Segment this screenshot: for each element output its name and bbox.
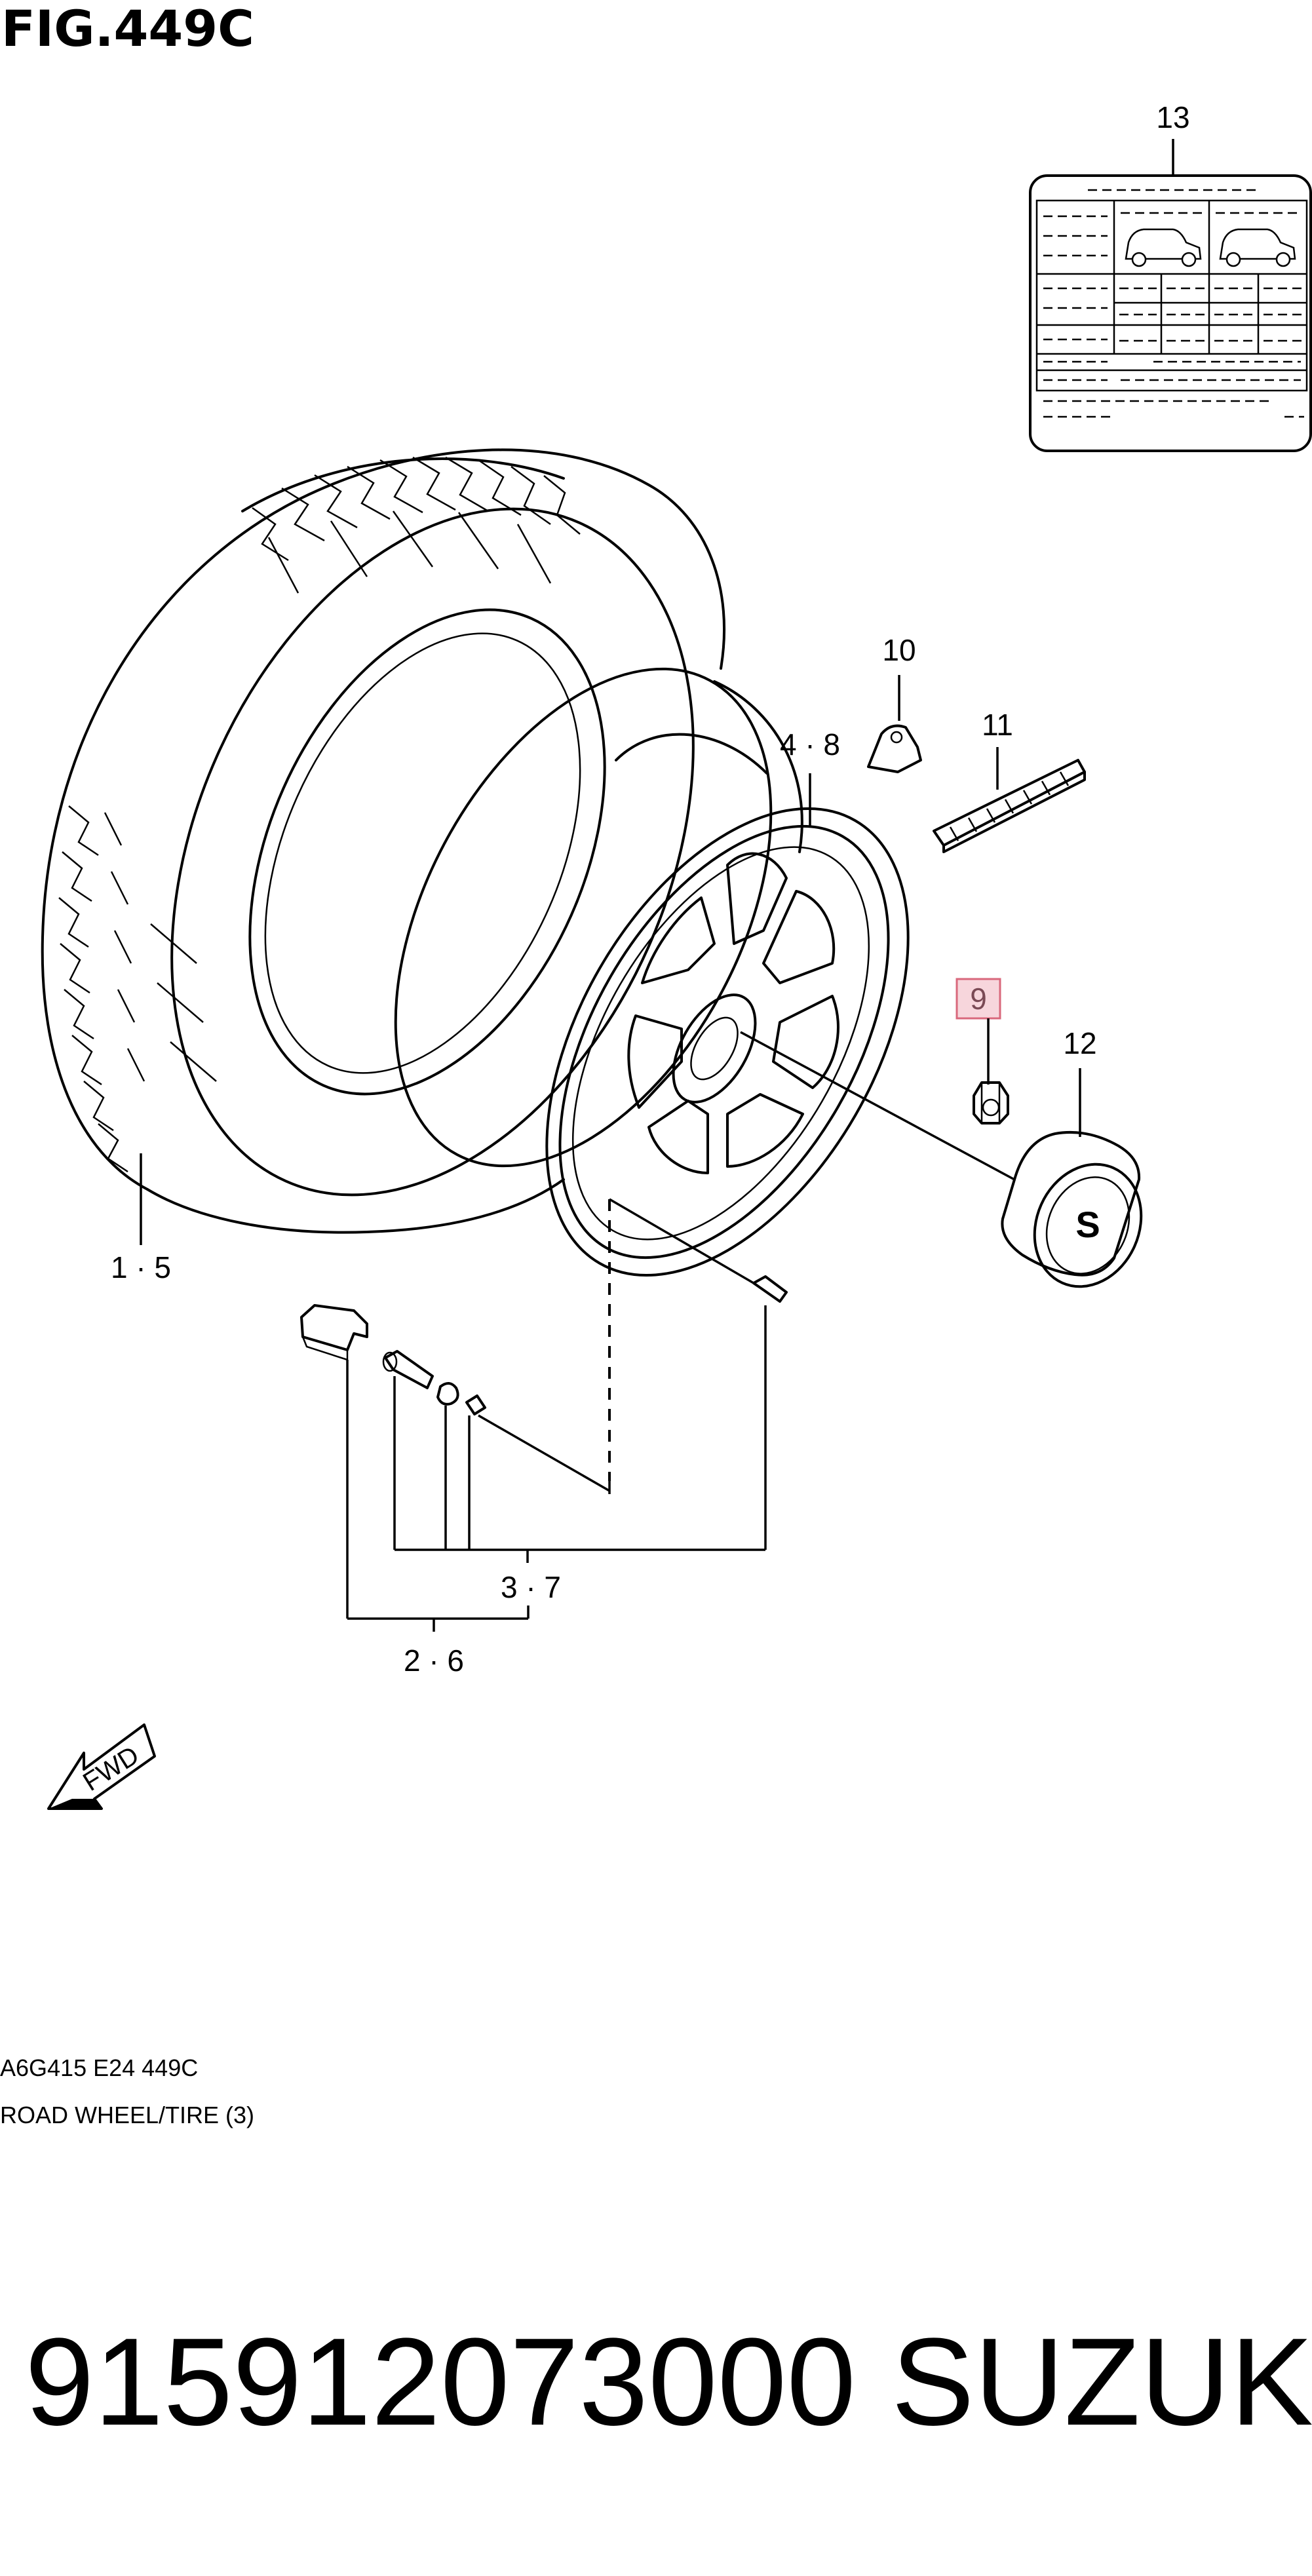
valve-icon bbox=[382, 1275, 788, 1415]
callout-2-6: 2 · 6 bbox=[404, 1644, 464, 1678]
wheel-icon bbox=[394, 667, 1015, 1277]
callout-13: 13 bbox=[1156, 100, 1189, 134]
balance-weight-strip-icon bbox=[933, 759, 1086, 853]
svg-text:S: S bbox=[1075, 1204, 1100, 1245]
bracket-line-nut bbox=[478, 1414, 610, 1492]
callout-3-7: 3 · 7 bbox=[501, 1570, 561, 1604]
wheel-nut-icon bbox=[973, 1081, 1009, 1125]
caption-name: ROAD WHEEL/TIRE (3) bbox=[0, 2102, 254, 2128]
caption-code: A6G415 E24 449C bbox=[0, 2054, 198, 2081]
tpms-sensor-icon bbox=[300, 1304, 368, 1361]
fwd-arrow-icon: FWD bbox=[47, 1723, 156, 1810]
brand-name: SUZUKI bbox=[891, 2313, 1312, 2451]
center-cap-icon: S bbox=[1001, 1130, 1143, 1288]
callout-4-8: 4 · 8 bbox=[780, 727, 840, 761]
callout-10: 10 bbox=[882, 633, 916, 667]
callout-9-highlight bbox=[955, 978, 1001, 1020]
tire-pressure-label-icon bbox=[1029, 174, 1312, 452]
balance-weight-icon bbox=[867, 724, 922, 773]
callout-12: 12 bbox=[1063, 1026, 1096, 1060]
callout-1-5: 1 · 5 bbox=[111, 1250, 171, 1284]
callout-9: 9 bbox=[970, 982, 987, 1016]
callout-11: 11 bbox=[982, 708, 1013, 742]
tire-icon bbox=[41, 448, 803, 1234]
valve-leader-line bbox=[609, 1198, 754, 1284]
figure-title: FIG.449C bbox=[1, 0, 254, 58]
part-number: 915912073000 bbox=[25, 2313, 856, 2451]
